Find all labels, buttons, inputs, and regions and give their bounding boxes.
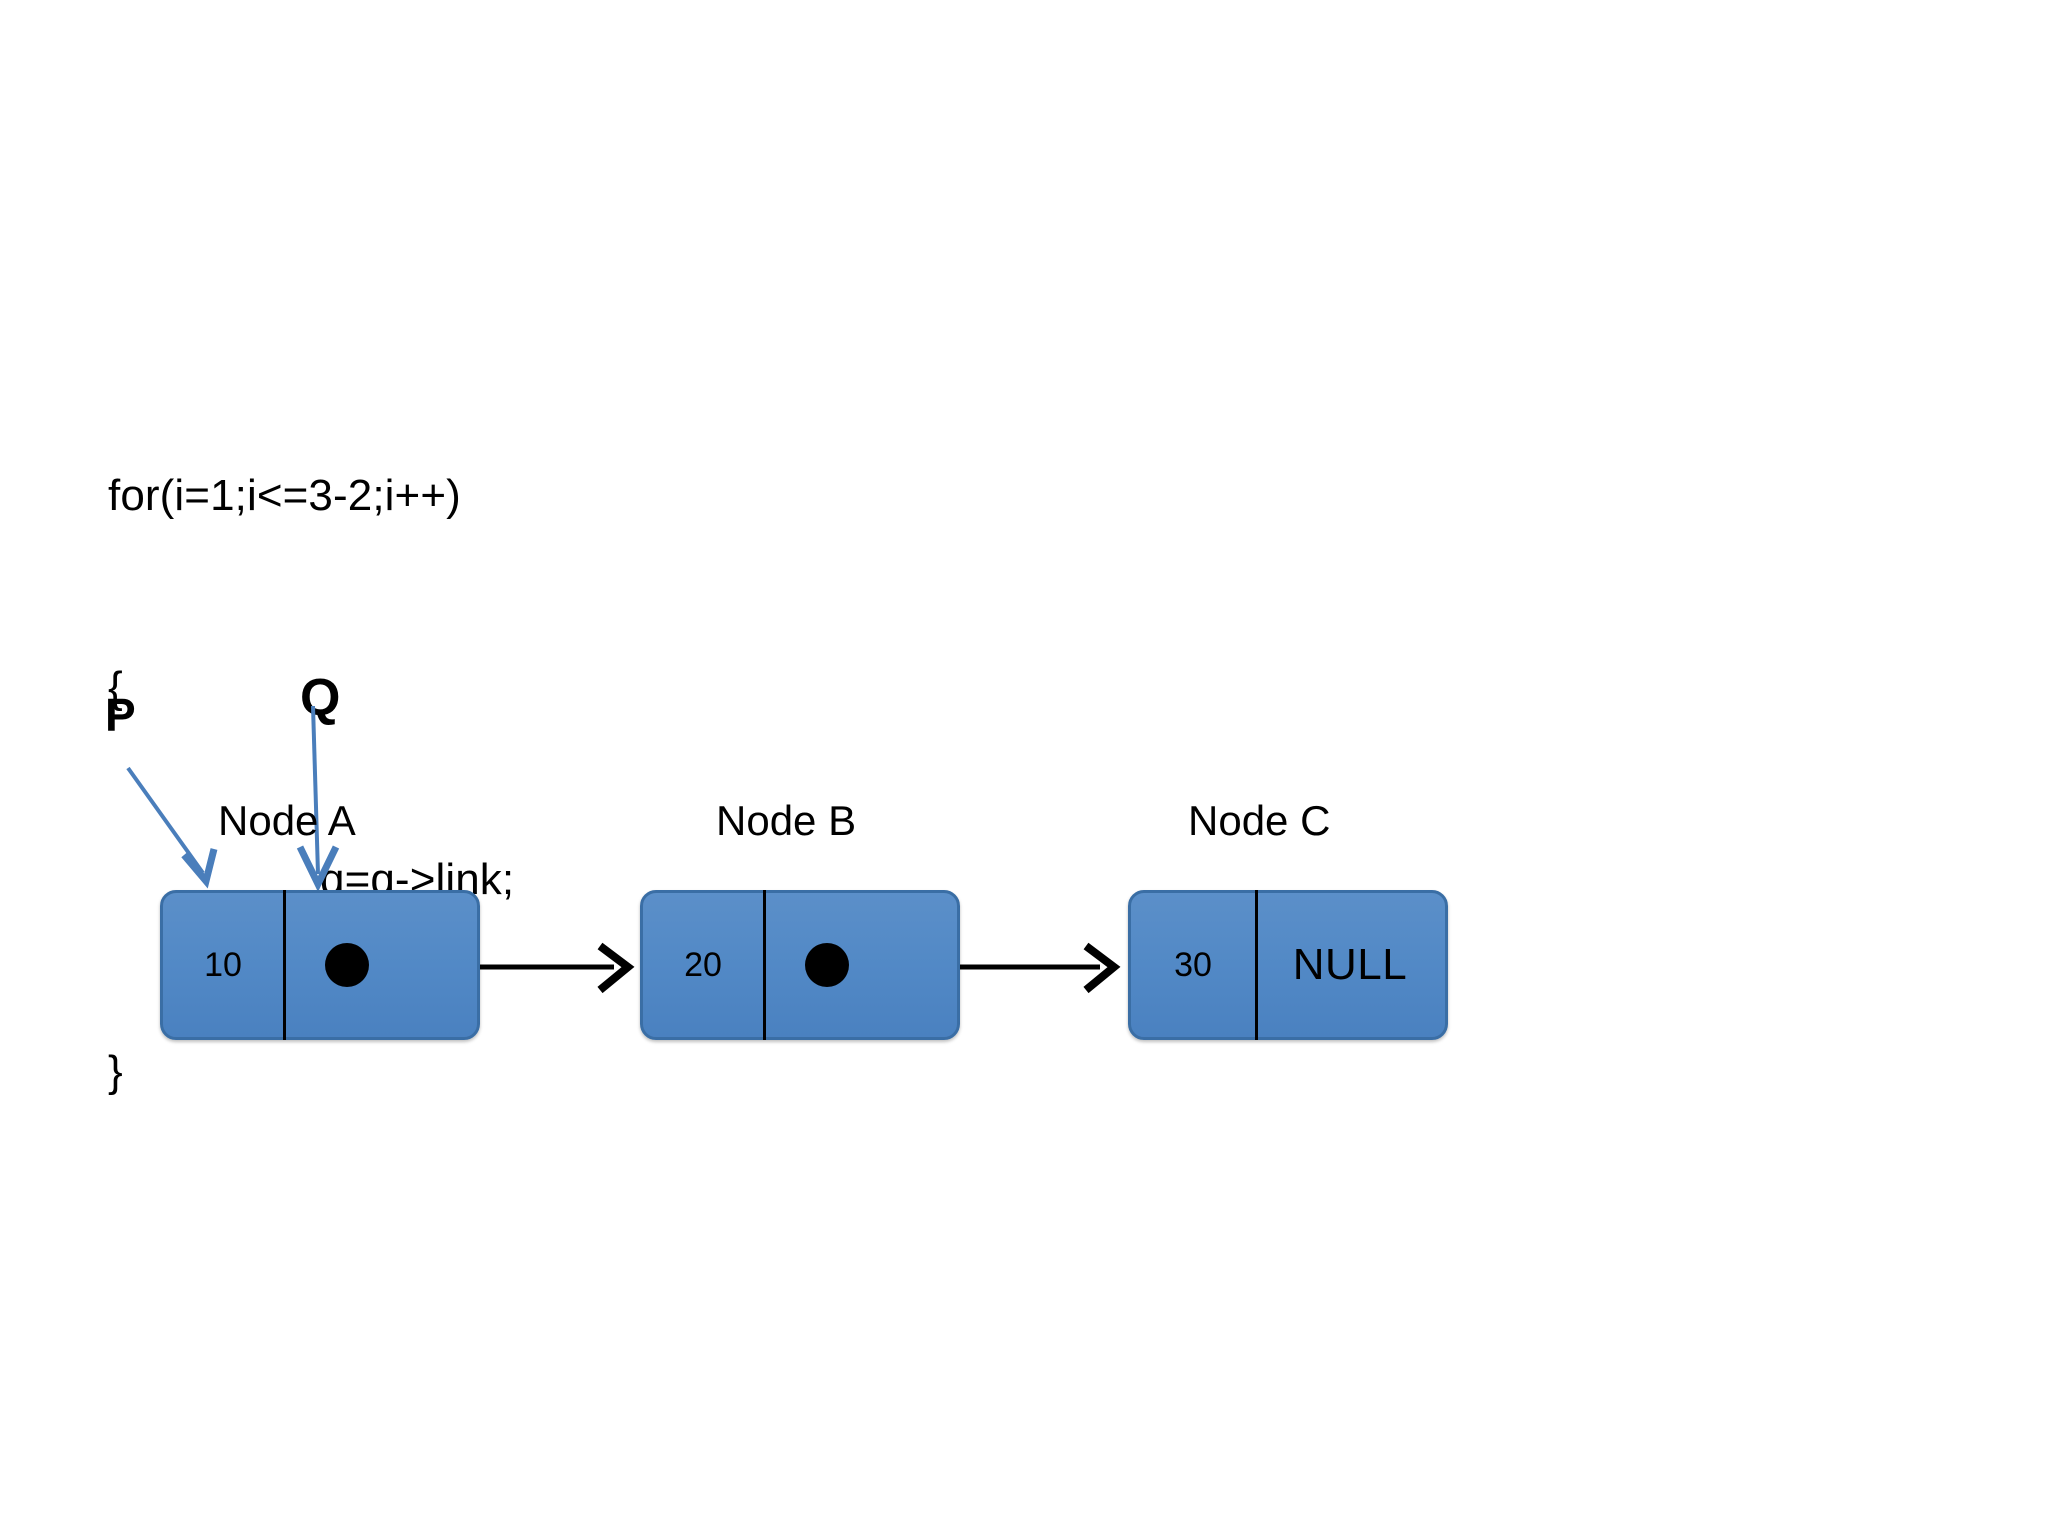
node-c-data-cell: 30 [1131, 893, 1255, 1037]
code-line-close-brace: } [108, 1047, 123, 1096]
code-line-for: for(i=1;i<=3-2;i++) [108, 471, 461, 520]
linked-list-node-c: 30 NULL [1128, 890, 1448, 1040]
node-a-link-dot-icon [325, 943, 369, 987]
node-a-divider [283, 890, 286, 1040]
node-a-link-cell [283, 893, 477, 1037]
node-c-null-label: NULL [1292, 940, 1408, 989]
pointer-label-p: P [105, 689, 136, 741]
node-label-b: Node B [716, 797, 857, 844]
linked-list-node-b: 20 [640, 890, 960, 1040]
node-b-link-dot-icon [805, 943, 849, 987]
node-a-data-cell: 10 [163, 893, 283, 1037]
node-b-data-cell: 20 [643, 893, 763, 1037]
pointer-label-q: Q [300, 669, 341, 727]
node-c-divider [1255, 890, 1258, 1040]
code-line-open-brace: { [108, 663, 123, 712]
node-c-link-cell: NULL [1255, 893, 1445, 1037]
node-c-data-value: 30 [1174, 946, 1212, 984]
code-snippet: for(i=1;i<=3-2;i++) { q=q->link; } [108, 336, 514, 1232]
node-b-data-value: 20 [684, 946, 722, 984]
node-b-divider [763, 890, 766, 1040]
node-label-c: Node C [1188, 797, 1331, 844]
linked-list-node-a: 10 [160, 890, 480, 1040]
node-b-link-cell [763, 893, 957, 1037]
node-a-data-value: 10 [204, 946, 242, 984]
node-label-a: Node A [218, 797, 356, 844]
